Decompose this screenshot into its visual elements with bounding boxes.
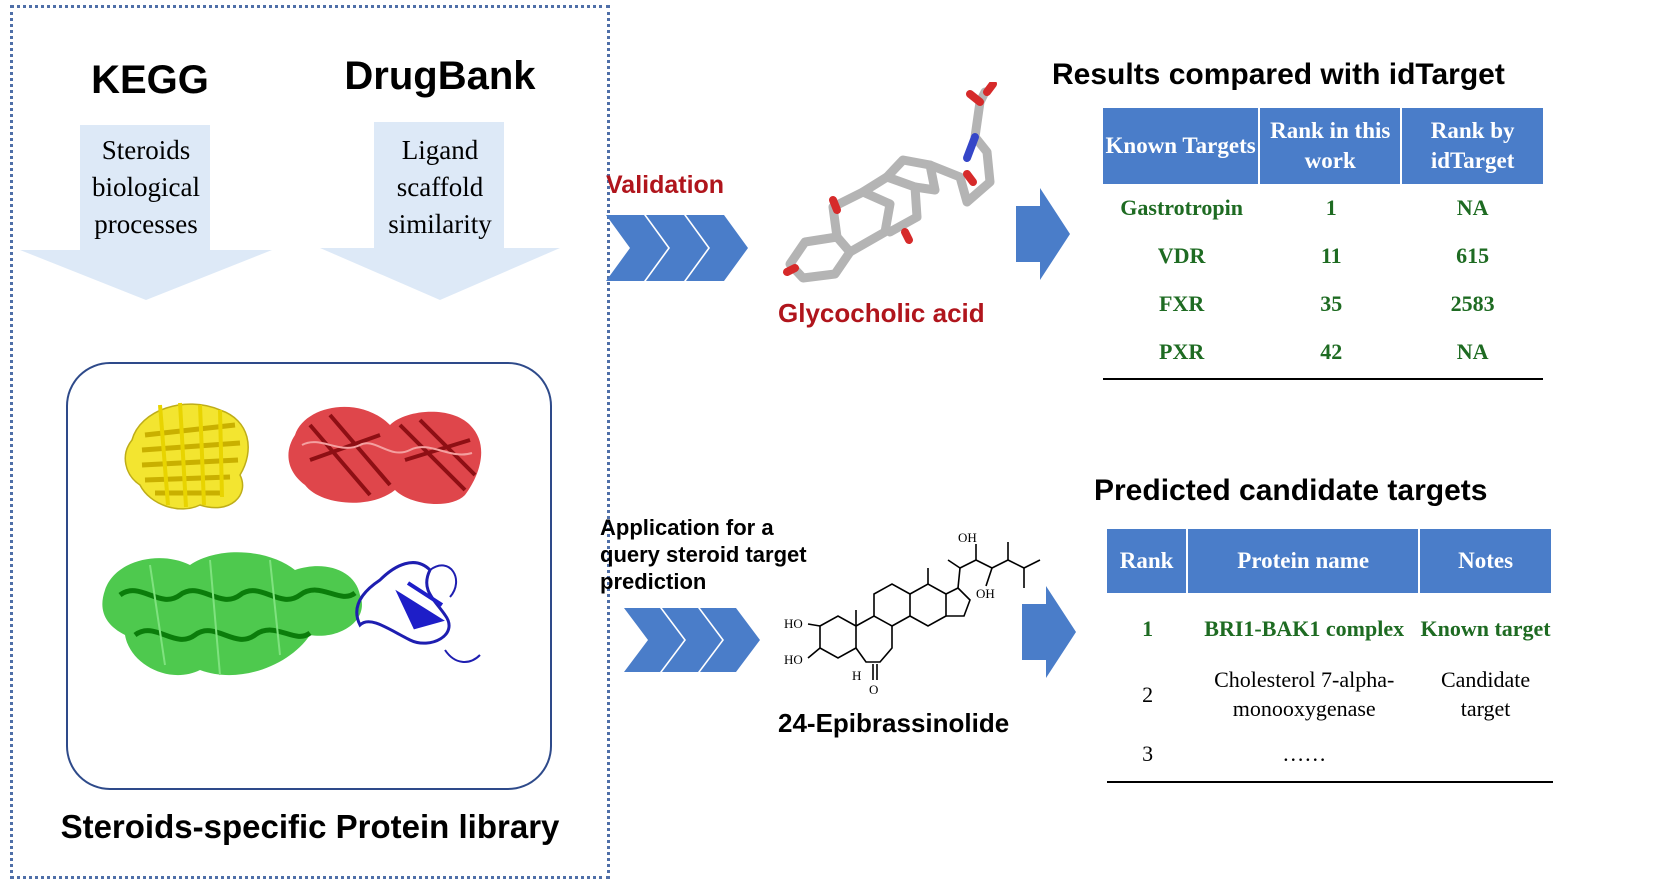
rank-this-work: 1	[1325, 195, 1337, 220]
rank-cell: 2	[1142, 681, 1154, 707]
validation-result-arrow	[1016, 188, 1070, 280]
target-name: FXR	[1159, 291, 1205, 316]
table-row: PXR 42 NA	[1103, 328, 1543, 376]
epibrassinolide-structure: OH OH HO HO H O	[784, 530, 1041, 697]
table-row: Gastrotropin 1 NA	[1103, 184, 1543, 232]
notes-cell	[1420, 725, 1551, 781]
drugbank-title: DrugBank	[344, 54, 536, 98]
yellow-protein-image	[124, 402, 249, 510]
notes-cell: Candidate target	[1440, 667, 1531, 721]
source-arrows	[20, 122, 560, 300]
rank-this-work: 42	[1320, 339, 1343, 364]
target-name: PXR	[1159, 339, 1205, 364]
ho-label-top: HO	[784, 616, 803, 631]
rank-cell: 1	[1142, 615, 1154, 641]
glycocholic-acid-model	[783, 82, 997, 283]
header-rank-this-work: Rank in this work	[1260, 108, 1403, 184]
predicted-targets-table: Rank Protein name Notes 1 BRI1-BAK1 comp…	[1107, 529, 1551, 781]
green-protein-image	[102, 552, 362, 676]
header-notes: Notes	[1420, 529, 1551, 593]
library-title: Steroids-specific Protein library	[60, 808, 560, 845]
drugbank-arrow-text: Ligand scaffold similarity	[388, 135, 492, 239]
protein-library-panel	[10, 5, 610, 879]
protein-name-cell: BRI1-BAK1 complex	[1204, 615, 1405, 641]
rank-idtarget: NA	[1456, 195, 1489, 220]
kegg-down-arrow	[20, 125, 272, 300]
table-row: VDR 11 615	[1103, 232, 1543, 280]
rank-cell: 3	[1142, 740, 1154, 766]
protein-name-cell: ……	[1282, 740, 1327, 766]
table-row: 1 BRI1-BAK1 complex Known target	[1107, 593, 1551, 663]
protein-name-cell: Cholesterol 7-alpha-monooxygenase	[1214, 667, 1395, 721]
rank-this-work: 35	[1320, 291, 1343, 316]
red-protein-image	[288, 406, 482, 505]
ho-label-bottom: HO	[784, 652, 803, 667]
rank-this-work: 11	[1320, 243, 1342, 268]
oh-label-top: OH	[958, 530, 977, 545]
epibrassinolide-label: 24-Epibrassinolide	[778, 708, 1010, 738]
o-label: O	[869, 682, 878, 697]
application-label: Application for a query steroid target p…	[600, 515, 807, 594]
table-row: 3 ……	[1107, 725, 1551, 781]
blue-protein-image	[355, 561, 481, 663]
glycocholic-acid-label: Glycocholic acid	[778, 298, 985, 328]
table-row: 2 Cholesterol 7-alpha-monooxygenase Cand…	[1107, 663, 1551, 725]
header-rank: Rank	[1107, 529, 1189, 593]
notes-cell: Known target	[1420, 615, 1551, 641]
table-bottom-rule	[1103, 378, 1543, 380]
prediction-table-title: Predicted candidate targets	[1094, 474, 1488, 507]
kegg-arrow-text: Steroids biological processes	[92, 135, 200, 239]
application-result-arrow	[1022, 586, 1076, 678]
target-name: Gastrotropin	[1120, 195, 1243, 220]
header-protein-name: Protein name	[1188, 529, 1421, 593]
rank-idtarget: 2583	[1450, 291, 1495, 316]
validation-chevrons	[606, 215, 748, 281]
table-bottom-rule	[1107, 781, 1553, 783]
header-known-targets: Known Targets	[1103, 108, 1261, 184]
header-rank-idtarget: Rank by idTarget	[1402, 108, 1543, 184]
oh-label-bottom: OH	[976, 586, 995, 601]
rank-idtarget: 615	[1456, 243, 1490, 268]
application-chevrons	[624, 608, 760, 672]
rank-idtarget: NA	[1456, 339, 1489, 364]
protein-structures-box	[66, 362, 552, 790]
h-label: H	[852, 668, 861, 683]
kegg-title: KEGG	[91, 58, 209, 102]
drugbank-down-arrow	[320, 122, 560, 300]
validation-results-table: Known Targets Rank in this work Rank by …	[1103, 108, 1543, 376]
table-row: FXR 35 2583	[1103, 280, 1543, 328]
protein-structures	[102, 402, 482, 676]
target-name: VDR	[1157, 243, 1206, 268]
validation-label: Validation	[606, 171, 725, 199]
validation-table-title: Results compared with idTarget	[1052, 58, 1505, 91]
